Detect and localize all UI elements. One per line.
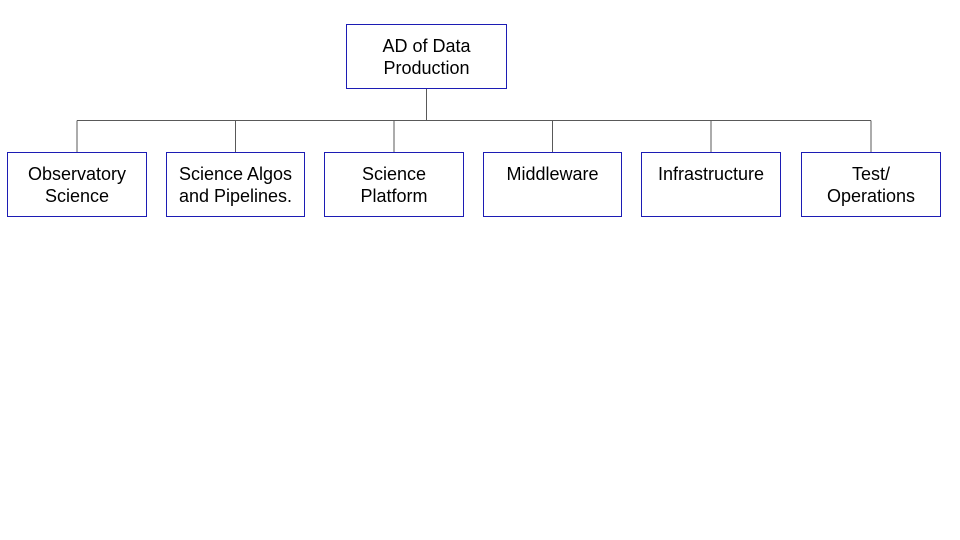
child-node-infrastructure: Infrastructure (641, 152, 781, 217)
root-node-label: AD of Data Production (382, 36, 471, 78)
child-node-label: Infrastructure (657, 164, 765, 184)
child-node-label: Middleware (506, 164, 599, 184)
child-node-observatory-science: Observatory Science (7, 152, 147, 217)
child-node-label: Science Platform (360, 164, 428, 206)
child-node-test-operations: Test/ Operations (801, 152, 941, 217)
root-node-ad-data-production: AD of Data Production (346, 24, 507, 89)
child-node-label: Science Algos and Pipelines. (178, 164, 293, 206)
child-node-middleware: Middleware (483, 152, 622, 217)
child-node-science-platform: Science Platform (324, 152, 464, 217)
child-node-label: Observatory Science (27, 164, 127, 206)
child-node-label: Test/ Operations (826, 164, 916, 206)
child-node-science-algos-pipelines: Science Algos and Pipelines. (166, 152, 305, 217)
